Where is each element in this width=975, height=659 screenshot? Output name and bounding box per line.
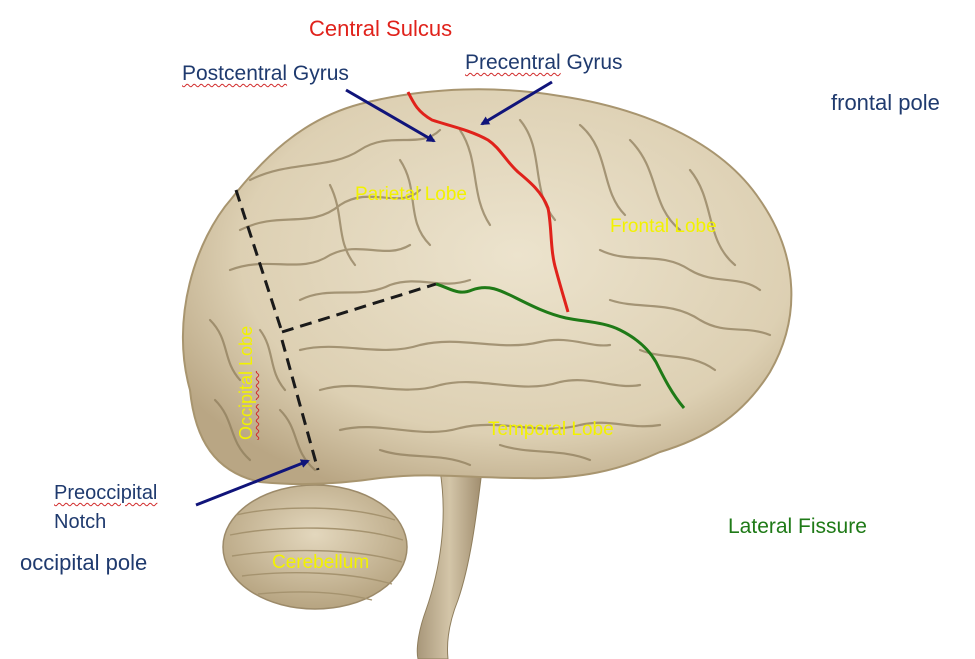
preoccipital-word: Preoccipital (54, 482, 158, 504)
central-sulcus-label: Central Sulcus (309, 16, 453, 41)
occipital-lobe-label: Occipital Lobe (236, 326, 257, 440)
cerebellum (222, 484, 408, 610)
occipital-lobe-word: Lobe (236, 325, 256, 371)
frontal-pole-label: frontal pole (831, 90, 940, 115)
brainstem (416, 469, 483, 659)
lobe-boundary-dashes (234, 189, 437, 471)
precentral-word: Precentral (465, 51, 561, 74)
central-sulcus-line (406, 91, 570, 313)
precentral-gyrus-word: Gyrus (560, 51, 623, 74)
lateral-fissure-label: Lateral Fissure (728, 515, 867, 538)
postcentral-gyrus-label: Postcentral Gyrus (182, 62, 349, 86)
occipital-word: Occipital (236, 370, 256, 440)
postcentral-gyrus-word: Gyrus (287, 62, 349, 85)
parietal-lobe-label: Parietal Lobe (355, 184, 467, 205)
postcentral-arrow (345, 88, 436, 143)
temporal-lobe-label: Temporal Lobe (488, 419, 614, 440)
postcentral-word: Postcentral (182, 62, 288, 85)
notch-word: Notch (54, 511, 107, 533)
gyri-texture (208, 118, 772, 472)
frontal-lobe-label: Frontal Lobe (610, 216, 717, 237)
precentral-gyrus-label: Precentral Gyrus (465, 51, 623, 75)
precentral-arrow (480, 80, 553, 126)
occipital-pole-label: occipital pole (20, 550, 148, 575)
preoccipital-arrow (195, 459, 310, 507)
annotation-arrows (195, 80, 553, 507)
preoccipital-notch-label: Preoccipital Notch (54, 482, 157, 534)
cerebellum-folia (229, 507, 404, 601)
cerebellum-label: Cerebellum (272, 552, 370, 573)
lateral-fissure-line (435, 282, 686, 409)
